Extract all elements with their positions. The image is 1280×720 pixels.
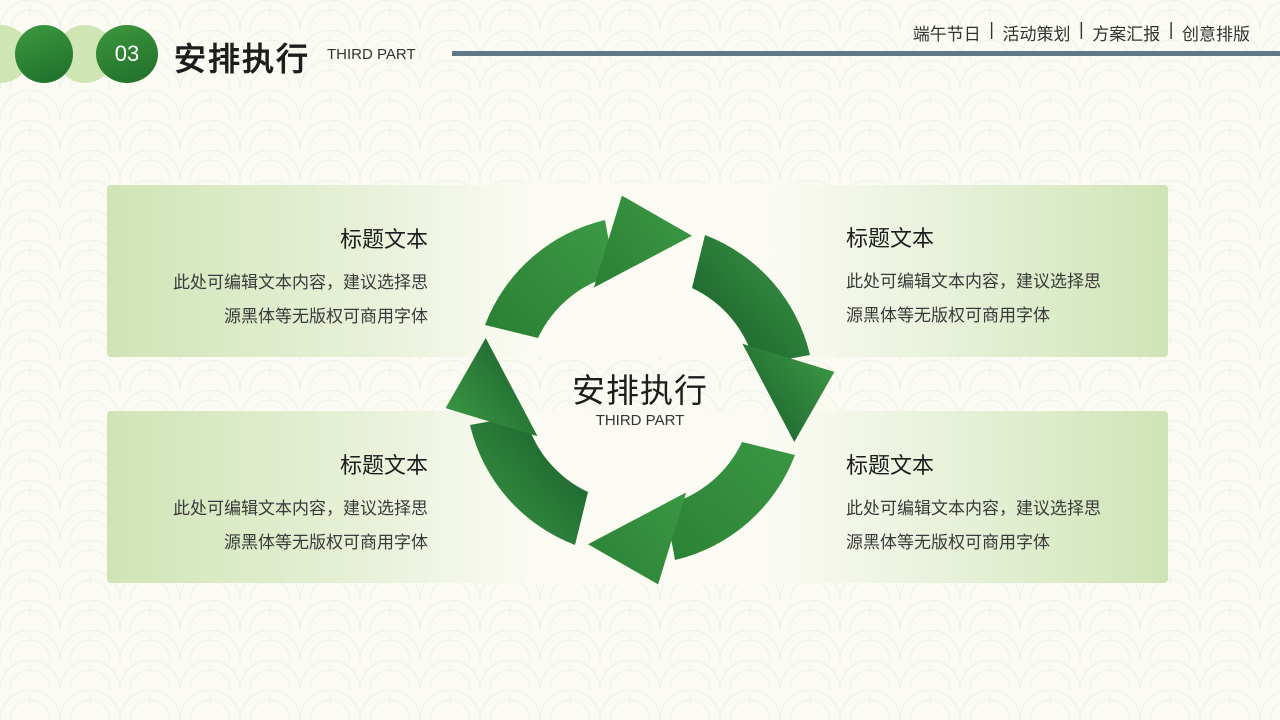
header-divider <box>452 51 1280 56</box>
card-title: 标题文本 <box>339 454 428 479</box>
card-desc-line: 此处可编辑文本内容，建议选择思 <box>846 499 1101 519</box>
card-desc-line: 此处可编辑文本内容，建议选择思 <box>846 272 1101 292</box>
nav-item[interactable]: 方案汇报 <box>1092 25 1161 45</box>
nav-separator: | <box>988 20 995 40</box>
card-desc-line: 源黑体等无版权可商用字体 <box>846 306 1050 326</box>
card-title: 标题文本 <box>339 228 428 253</box>
card-desc-line: 此处可编辑文本内容，建议选择思 <box>173 499 428 519</box>
nav-item[interactable]: 活动策划 <box>1002 25 1071 45</box>
text-card-bottom-right: 标题文本 此处可编辑文本内容，建议选择思 源黑体等无版权可商用字体 <box>846 448 1146 560</box>
cycle-arrow-right-head <box>742 343 835 442</box>
cycle-arrow-bottom <box>665 442 795 560</box>
nav-item[interactable]: 创意排版 <box>1182 25 1250 45</box>
part-number-badge <box>96 25 158 83</box>
top-nav: 端午节日 | 活动策划 | 方案汇报 | 创意排版 <box>913 20 1250 45</box>
nav-separator: | <box>1078 20 1085 40</box>
page-title: 安排执行 <box>174 40 311 78</box>
card-desc-line: 此处可编辑文本内容，建议选择思 <box>173 273 428 293</box>
text-card-bottom-left: 标题文本 此处可编辑文本内容，建议选择思 源黑体等无版权可商用字体 <box>128 448 428 560</box>
center-subtitle: THIRD PART <box>595 412 685 429</box>
cycle-arrow-icon <box>445 195 835 585</box>
card-title: 标题文本 <box>846 227 935 252</box>
nav-separator: | <box>1168 20 1174 40</box>
part-number: 03 <box>114 41 140 66</box>
cycle-arrow-left <box>470 415 588 545</box>
text-card-top-right: 标题文本 此处可编辑文本内容，建议选择思 源黑体等无版权可商用字体 <box>846 221 1146 333</box>
cycle-arrow-bottom-head <box>588 492 687 585</box>
cycle-arrow-top-head <box>593 195 692 288</box>
header-decor-circle <box>15 25 73 83</box>
cycle-arrow-right <box>692 235 810 365</box>
cycle-arrow-left-head <box>445 338 538 437</box>
card-desc-line: 源黑体等无版权可商用字体 <box>846 533 1050 553</box>
card-title: 标题文本 <box>846 454 935 479</box>
nav-item[interactable]: 端午节日 <box>912 25 981 45</box>
card-desc-line: 源黑体等无版权可商用字体 <box>224 307 428 327</box>
page-subtitle: THIRD PART <box>327 46 416 63</box>
card-desc-line: 源黑体等无版权可商用字体 <box>224 533 428 553</box>
center-title: 安排执行 <box>572 371 708 410</box>
cycle-arrow-top <box>485 220 615 338</box>
text-card-top-left: 标题文本 此处可编辑文本内容，建议选择思 源黑体等无版权可商用字体 <box>128 222 428 334</box>
